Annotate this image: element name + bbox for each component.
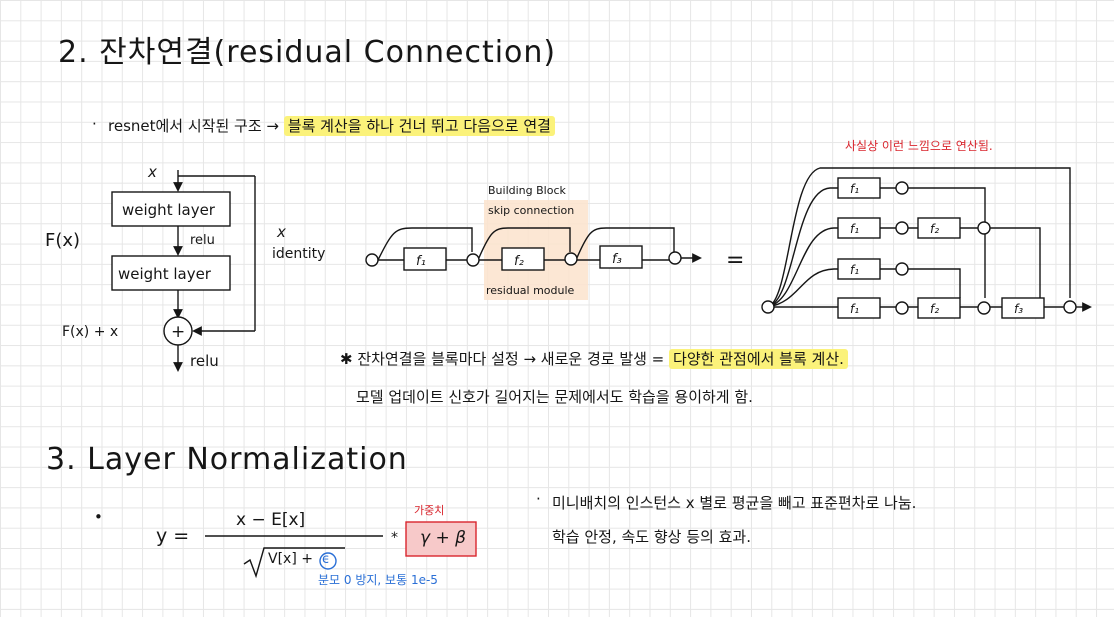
relu-out-label: relu	[190, 352, 219, 370]
u-row4-f1-box	[837, 297, 881, 319]
chain-skip-2	[477, 227, 571, 261]
unrolled-paths	[761, 167, 1092, 319]
u-row2-f1: f₁	[850, 222, 859, 236]
formula-bullet: •	[94, 508, 103, 526]
ln-bullet-2: 학습 안정, 속도 향상 등의 효과.	[552, 528, 751, 546]
chain-f1-box	[403, 247, 447, 271]
chain-f2-box	[501, 247, 545, 271]
note-2: 모델 업데이트 신호가 길어지는 문제에서도 학습을 용이하게 함.	[356, 388, 753, 406]
u-row4-f1: f₁	[850, 302, 859, 316]
u-node-5	[895, 301, 909, 315]
resnet-bullet-lead: resnet에서 시작된 구조 →	[108, 117, 279, 135]
weight-layer-2-box	[111, 255, 231, 291]
u-row1-f1: f₁	[850, 182, 859, 196]
building-block-label: Building Block	[488, 184, 567, 197]
section-3-title: 3. Layer Normalization	[46, 442, 408, 477]
equals-sign: =	[726, 248, 744, 273]
chain-f2-label: f₂	[514, 254, 524, 269]
formula-epsilon: ϵ	[322, 552, 330, 567]
bullet-dot: ·	[92, 115, 97, 133]
epsilon-note: 분모 0 방지, 보통 1e-5	[318, 573, 438, 587]
weight-layer-2-label: weight layer	[118, 265, 212, 283]
fx-plus-x-label: F(x) + x	[62, 324, 118, 340]
gamma-beta-box	[405, 521, 477, 557]
u-start-node	[761, 300, 775, 314]
chain-f1-label: f₁	[416, 254, 426, 269]
u-row4-f3: f₃	[1014, 302, 1023, 316]
ln-bullet-dot: ·	[536, 490, 541, 508]
weight-label: 가중치	[414, 504, 445, 517]
resnet-bullet: resnet에서 시작된 구조 → 블록 계산을 하나 건너 뛰고 다음으로 연…	[108, 116, 555, 136]
u-end-node	[1063, 300, 1077, 314]
merge-row1	[906, 187, 986, 298]
block-chain	[365, 227, 702, 271]
weight-layer-1-label: weight layer	[122, 201, 216, 219]
chain-node-1	[466, 253, 480, 267]
formula-gamma-beta: γ + β	[420, 528, 466, 548]
note-1-highlight: 다양한 관점에서 블록 계산.	[669, 349, 848, 369]
chain-node-3	[668, 251, 682, 265]
ln-bullet-1: 미니배치의 인스턴스 x 별로 평균을 빼고 표준편차로 나눔.	[552, 494, 917, 512]
formula-denominator: V[x] +	[268, 551, 313, 567]
chain-skip-1	[377, 227, 473, 261]
u-node-3	[977, 221, 991, 235]
chain-node-0	[365, 253, 379, 267]
u-row4-f2-box	[917, 297, 961, 319]
identity-x-label: x	[276, 223, 286, 241]
formula-numerator: x − E[x]	[236, 510, 306, 530]
path-identity-skip	[767, 167, 1071, 308]
merge-row3	[906, 268, 961, 298]
formula-y: y =	[156, 525, 190, 547]
u-row3-f1: f₁	[850, 263, 859, 277]
resnet-bullet-highlight: 블록 계산을 하나 건너 뛰고 다음으로 연결	[283, 116, 555, 136]
u-node-6	[977, 301, 991, 315]
chain-f3-box	[599, 245, 643, 269]
note-1-lead: ✱ 잔차연결을 블록마다 설정 → 새로운 경로 발생 =	[340, 350, 665, 368]
path-row3	[767, 268, 900, 308]
formula-times: *	[391, 530, 398, 546]
u-node-2	[895, 221, 909, 235]
u-row2-f2-box	[917, 217, 961, 239]
note-1: ✱ 잔차연결을 블록마다 설정 → 새로운 경로 발생 = 다양한 관점에서 블…	[340, 349, 848, 369]
u-row3-f1-box	[837, 258, 881, 280]
sqrt-sign	[243, 547, 345, 579]
u-row1-f1-box	[837, 177, 881, 199]
path-row1	[767, 187, 900, 308]
u-row2-f2: f₂	[930, 222, 939, 236]
u-node-1	[895, 181, 909, 195]
x-input-label: x	[147, 163, 157, 181]
u-node-4	[895, 262, 909, 276]
red-note: 사실상 이런 느낌으로 연산됨.	[845, 139, 993, 153]
section-2-title: 2. 잔차연결(residual Connection)	[58, 35, 557, 70]
chain-skip-3	[575, 227, 675, 261]
path-row2	[767, 227, 1041, 308]
weight-layer-1-box	[111, 191, 231, 227]
epsilon-circle	[319, 552, 337, 570]
u-row4-f3-box	[1001, 297, 1045, 319]
u-row2-f1-box	[837, 217, 881, 239]
u-row4-f2: f₂	[930, 302, 939, 316]
identity-label: identity	[272, 246, 325, 262]
chain-f3-label: f₃	[612, 252, 622, 267]
residual-block	[111, 170, 256, 372]
chain-node-2	[564, 252, 578, 266]
plus-sign: +	[171, 322, 185, 342]
residual-module-label: residual module	[486, 284, 575, 297]
fx-label: F(x)	[45, 230, 80, 251]
relu-mid-label: relu	[190, 233, 215, 248]
skip-connection-label: skip connection	[488, 204, 574, 217]
